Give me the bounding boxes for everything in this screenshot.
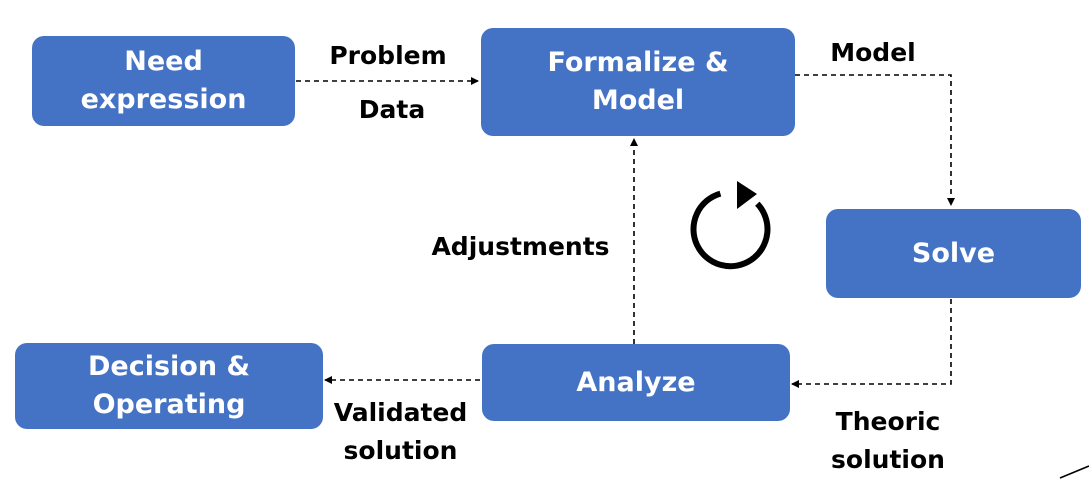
edge-label-validated-line-1: Validated	[333, 398, 468, 427]
refresh-arrow-icon	[690, 181, 771, 270]
node-solve: Solve	[826, 209, 1081, 298]
node-decision-operating-line-2: Operating	[92, 389, 246, 420]
node-decision-operating-line-1: Decision &	[87, 351, 251, 382]
edge-label-data-text: Data	[358, 95, 426, 124]
edge-label-theoric-line-2: solution	[831, 445, 945, 474]
edge-corner-fragment	[1059, 465, 1089, 479]
edge-label-problem: Problem	[318, 37, 458, 75]
edge-formalize-to-solve	[795, 74, 955, 206]
node-analyze-line-1: Analyze	[576, 366, 696, 398]
node-formalize-model: Formalize & Model	[481, 28, 795, 136]
node-formalize-model-line-2: Model	[591, 85, 685, 116]
node-analyze: Analyze	[482, 344, 790, 421]
edge-label-theoric-solution: Theoric solution	[813, 403, 963, 479]
edge-label-validated-line-2: solution	[343, 436, 458, 465]
edge-solve-to-analyze	[791, 299, 952, 388]
node-need-expression: Need expression	[32, 36, 295, 126]
node-solve-line-1: Solve	[911, 237, 996, 269]
edge-label-model: Model	[818, 34, 928, 72]
node-need-expression-line-2: expression	[80, 84, 247, 115]
edge-label-adjustments-text: Adjustments	[431, 232, 610, 261]
edge-label-theoric-line-1: Theoric	[835, 407, 941, 436]
node-decision-operating: Decision & Operating	[15, 343, 323, 429]
edge-label-adjustments: Adjustments	[418, 228, 623, 266]
node-formalize-model-line-1: Formalize &	[547, 47, 729, 78]
edge-label-problem-text: Problem	[329, 41, 447, 70]
edge-label-model-text: Model	[830, 38, 916, 67]
edge-label-data: Data	[342, 91, 442, 129]
node-need-expression-line-1: Need	[124, 46, 203, 77]
edge-label-validated-solution: Validated solution	[322, 394, 479, 470]
